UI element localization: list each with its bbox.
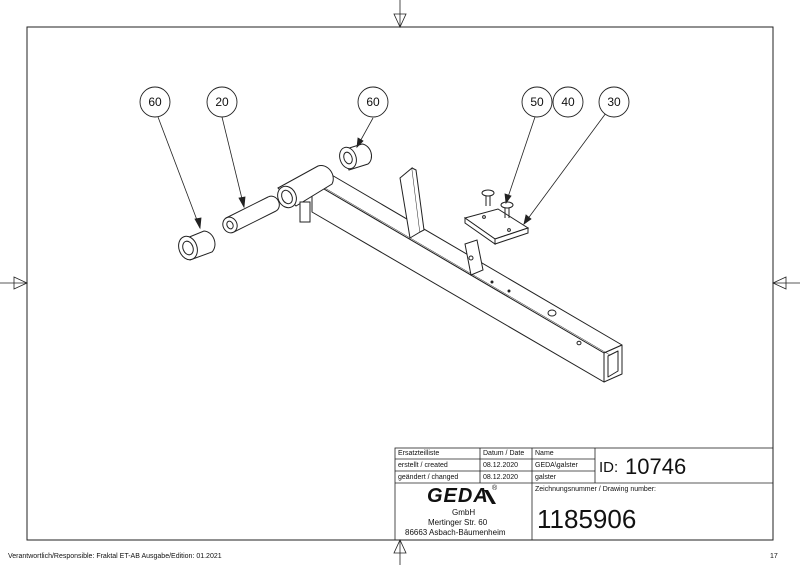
drawing-number: 1185906 bbox=[537, 504, 637, 534]
footer-responsible: Verantwortlich/Responsible: Fraktal ET-A… bbox=[8, 553, 222, 560]
geda-logo-mark bbox=[484, 490, 496, 504]
created-name: GEDA\galster bbox=[535, 462, 578, 469]
callout-label: 60 bbox=[148, 95, 162, 109]
parts-list-label: Ersatzteilliste bbox=[398, 450, 440, 457]
part-20-pin bbox=[222, 195, 280, 234]
center-mark-bottom bbox=[393, 539, 407, 565]
changed-label: geändert / changed bbox=[398, 474, 459, 481]
part-bracket-tab bbox=[464, 239, 484, 276]
page-number: 17 bbox=[770, 553, 778, 560]
company-city: 86663 Asbach-Bäumenheim bbox=[405, 528, 506, 537]
changed-name: galster bbox=[535, 474, 557, 481]
center-mark-left bbox=[0, 276, 28, 290]
changed-date: 08.12.2020 bbox=[483, 474, 519, 481]
created-date: 08.12.2020 bbox=[483, 462, 519, 469]
company-suffix: GmbH bbox=[452, 508, 476, 517]
company-street: Mertinger Str. 60 bbox=[428, 518, 488, 527]
created-label: erstellt / created bbox=[398, 462, 448, 469]
name-header: Name bbox=[535, 450, 554, 457]
company-logo: GEDA bbox=[427, 485, 489, 507]
callout-label: 60 bbox=[366, 95, 380, 109]
part-pivot-tube bbox=[277, 164, 334, 223]
part-60-bushing-left bbox=[178, 230, 216, 261]
callout-label: 50 bbox=[530, 95, 544, 109]
part-lever bbox=[399, 167, 425, 239]
callout-label: 20 bbox=[215, 95, 229, 109]
center-mark-top bbox=[393, 0, 407, 28]
part-60-bushing-right bbox=[339, 143, 372, 171]
part-50-screws bbox=[481, 189, 514, 218]
drawing-number-label: Zeichnungsnummer / Drawing number: bbox=[535, 486, 656, 493]
title-block-grid bbox=[394, 447, 774, 541]
leader-lines bbox=[157, 112, 607, 230]
callout-circles bbox=[139, 86, 630, 118]
date-header: Datum / Date bbox=[483, 450, 525, 457]
callout-label: 30 bbox=[607, 95, 621, 109]
id-label: ID: bbox=[599, 459, 619, 476]
registered-mark: ® bbox=[492, 485, 498, 492]
id-value: 10746 bbox=[625, 454, 687, 479]
part-rail-tube bbox=[311, 173, 623, 383]
callout-label: 40 bbox=[561, 95, 575, 109]
part-30-plate bbox=[463, 208, 530, 245]
center-mark-right bbox=[772, 276, 800, 290]
